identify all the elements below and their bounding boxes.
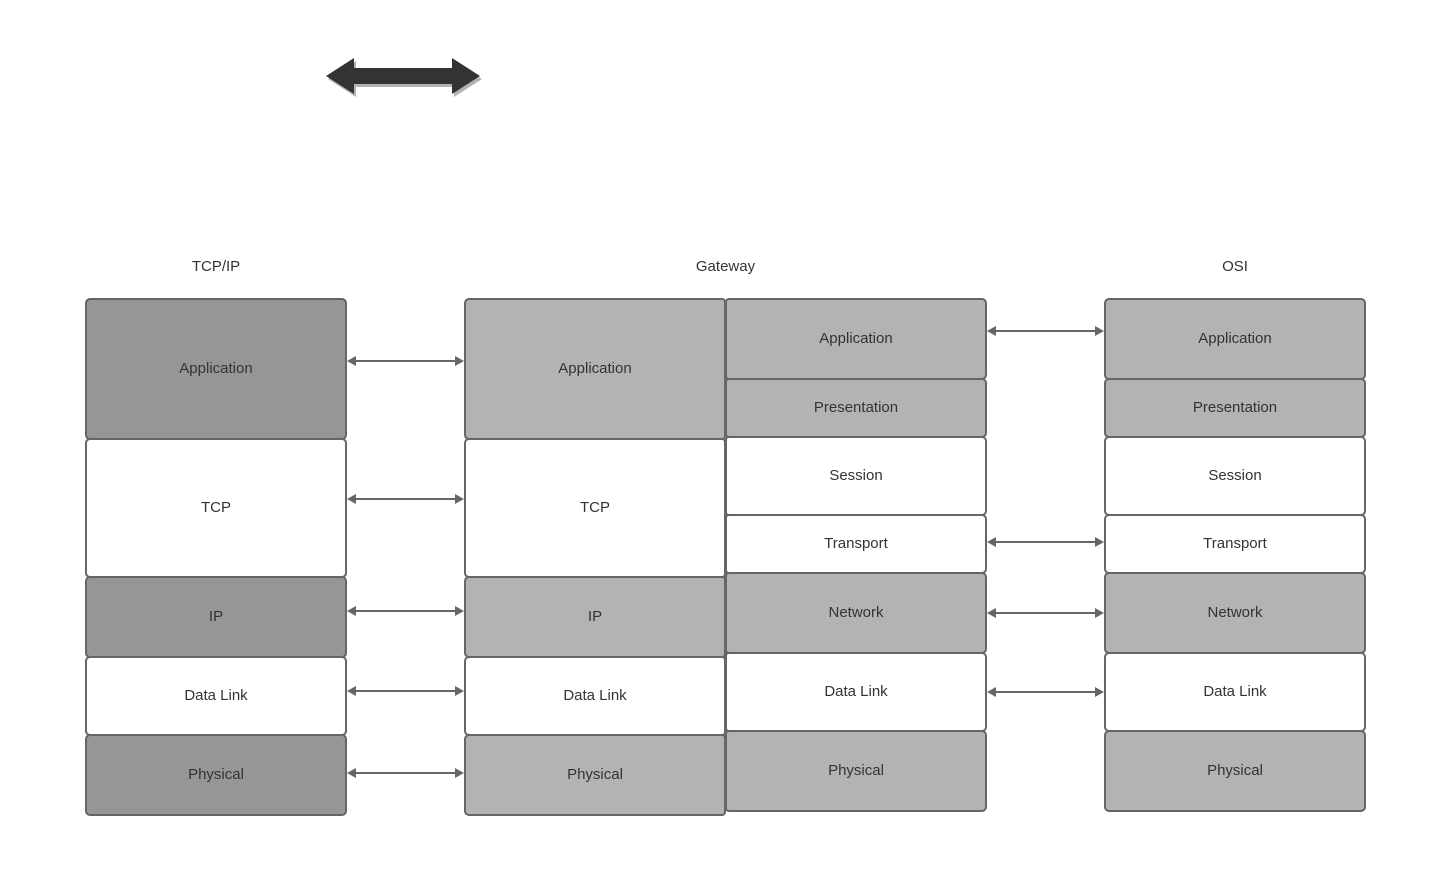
layer-label: Application [558, 360, 632, 377]
layer-label: TCP [201, 499, 231, 516]
connector-application [987, 323, 1104, 339]
layer-label: Session [1208, 467, 1262, 484]
layer-application[interactable]: Application [725, 298, 987, 380]
layer-label: Data Link [184, 687, 248, 704]
layer-transport[interactable]: Transport [725, 514, 987, 574]
layer-label: Application [1198, 330, 1272, 347]
layer-label: IP [587, 608, 603, 625]
column-title-tcpip: TCP/IP [191, 258, 241, 275]
layer-presentation[interactable]: Presentation [725, 378, 987, 438]
column-title-osi: OSI [1222, 258, 1248, 275]
connector-physical [347, 765, 464, 781]
layer-label: Data Link [1203, 683, 1267, 700]
layer-label: Application [179, 360, 253, 377]
layer-presentation[interactable]: Presentation [1104, 378, 1366, 438]
layer-label: Application [819, 330, 893, 347]
layer-label: Transport [1203, 535, 1267, 552]
layer-tcp[interactable]: TCP [85, 438, 347, 578]
layer-physical[interactable]: Physical [464, 734, 726, 816]
layer-ip[interactable]: IP [464, 576, 726, 658]
layer-application[interactable]: Application [85, 298, 347, 440]
layer-application[interactable]: Application [464, 298, 726, 440]
connector-tcp [347, 491, 464, 507]
layer-label: Presentation [1192, 399, 1278, 416]
layer-label: Session [829, 467, 883, 484]
connector-ip [347, 603, 464, 619]
layer-label: Transport [824, 535, 888, 552]
layer-label: Data Link [563, 687, 627, 704]
layer-session[interactable]: Session [725, 436, 987, 516]
layer-label: Physical [1207, 762, 1263, 779]
layer-data-link[interactable]: Data Link [85, 656, 347, 736]
layer-tcp[interactable]: TCP [464, 438, 726, 578]
connector-transport [987, 534, 1104, 550]
connector-data-link [347, 683, 464, 699]
layer-label: IP [208, 608, 224, 625]
layer-label: Physical [828, 762, 884, 779]
layer-label: Physical [188, 766, 244, 783]
layer-label: Network [1207, 604, 1263, 621]
layer-data-link[interactable]: Data Link [1104, 652, 1366, 732]
layer-network[interactable]: Network [1104, 572, 1366, 654]
connector-network [987, 605, 1104, 621]
layer-data-link[interactable]: Data Link [464, 656, 726, 736]
layer-physical[interactable]: Physical [85, 734, 347, 816]
layer-label: Presentation [813, 399, 899, 416]
layer-label: Physical [567, 766, 623, 783]
layer-transport[interactable]: Transport [1104, 514, 1366, 574]
layer-ip[interactable]: IP [85, 576, 347, 658]
layer-network[interactable]: Network [725, 572, 987, 654]
connector-application [347, 353, 464, 369]
layer-application[interactable]: Application [1104, 298, 1366, 380]
bidirectional-arrow [326, 56, 484, 102]
layer-label: Network [828, 604, 884, 621]
layer-label: TCP [580, 499, 610, 516]
column-title-gateway: Gateway [695, 258, 756, 275]
connector-data-link [987, 684, 1104, 700]
layer-physical[interactable]: Physical [1104, 730, 1366, 812]
layer-label: Data Link [824, 683, 888, 700]
layer-session[interactable]: Session [1104, 436, 1366, 516]
layer-physical[interactable]: Physical [725, 730, 987, 812]
layer-data-link[interactable]: Data Link [725, 652, 987, 732]
